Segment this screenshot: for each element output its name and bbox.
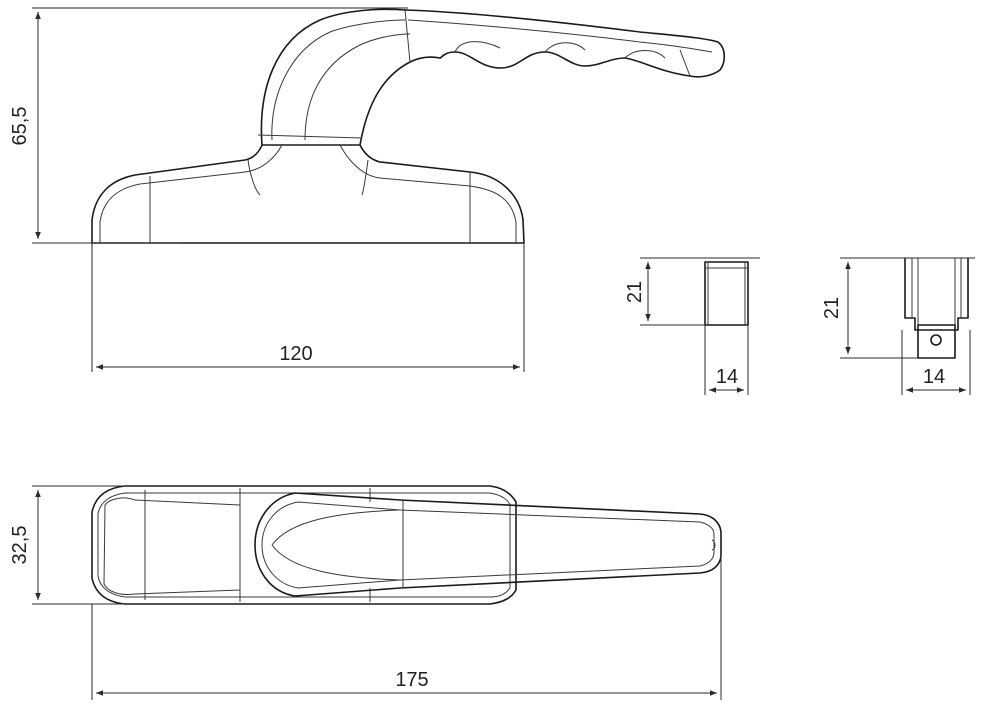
end-view-b: 21 14	[821, 257, 975, 395]
side-view	[91, 8, 726, 244]
dim-label-end-a-width: 14	[716, 366, 738, 388]
dim-label-top-length: 175	[395, 669, 428, 691]
dim-label-top-height: 32,5	[9, 526, 31, 565]
dim-label-end-b-height: 21	[821, 297, 843, 319]
dimension-top-length: 175	[91, 556, 722, 700]
dimension-top-height: 32,5	[9, 485, 125, 605]
dim-label-end-a-height: 21	[624, 281, 646, 303]
dim-label-side-height: 65,5	[9, 107, 31, 146]
dimension-side-height: 65,5	[9, 7, 408, 244]
dimension-side-width: 120	[91, 243, 525, 372]
end-view-a: 21 14	[624, 257, 760, 395]
dim-label-end-b-width: 14	[923, 366, 945, 388]
dim-label-side-width: 120	[279, 343, 312, 365]
top-view	[91, 485, 722, 605]
